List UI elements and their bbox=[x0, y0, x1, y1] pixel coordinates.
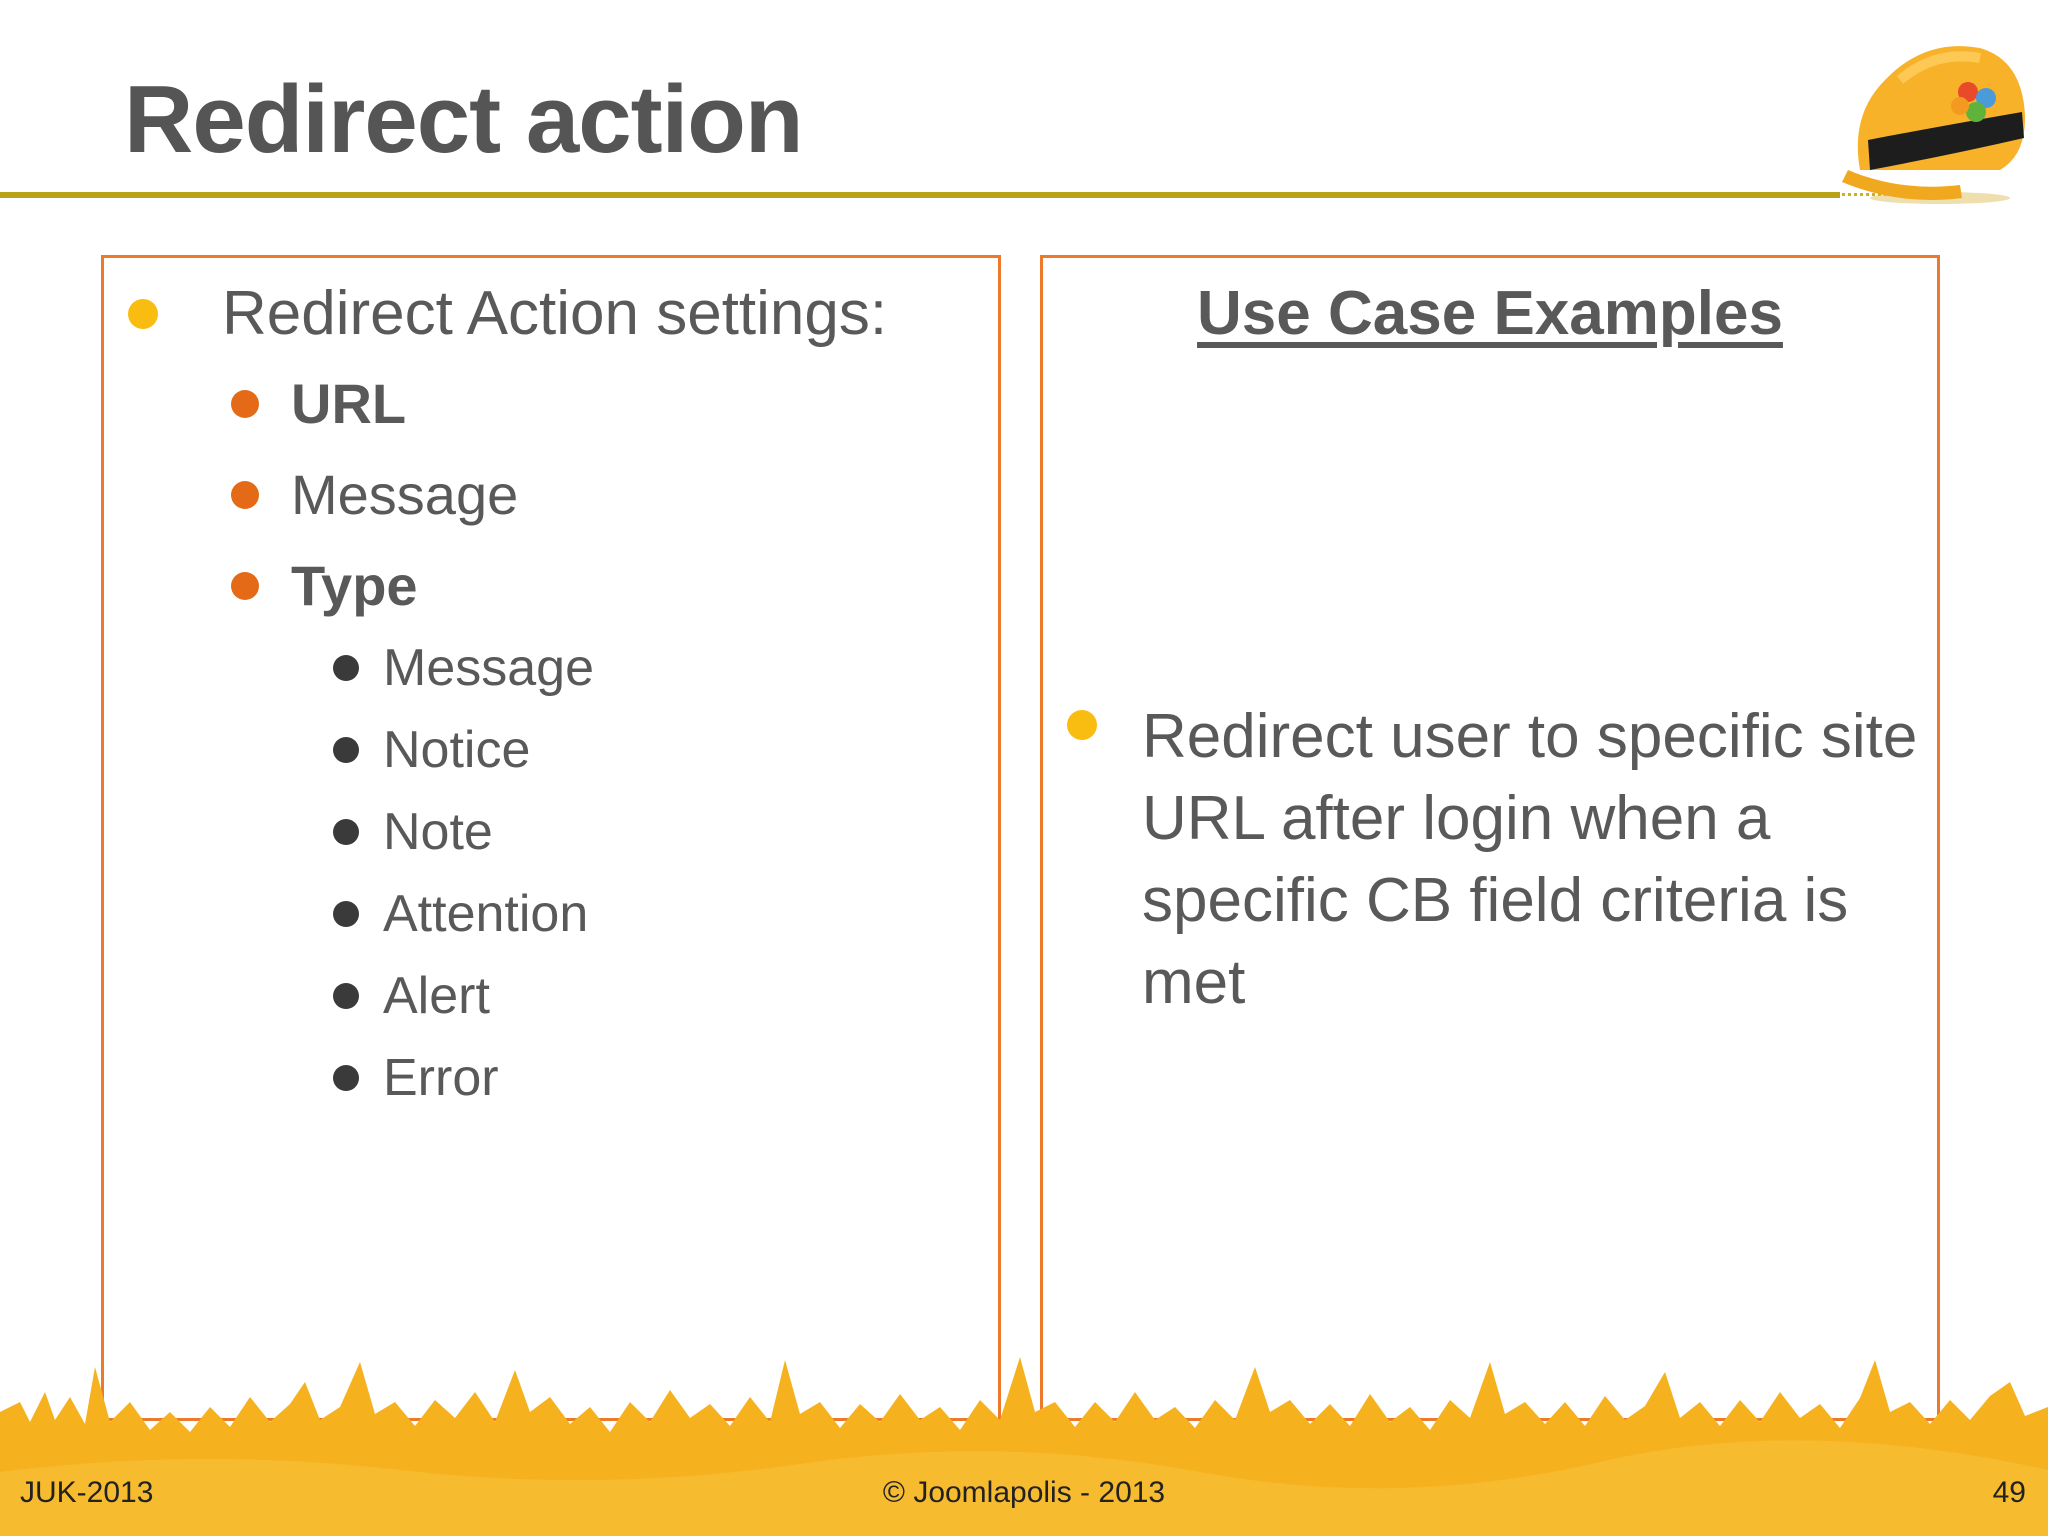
bullet-icon bbox=[231, 389, 259, 418]
slide-title: Redirect action bbox=[124, 66, 804, 173]
crowd-silhouette-icon bbox=[0, 1357, 2048, 1536]
setting-label: URL bbox=[291, 372, 407, 435]
bullet-icon bbox=[1067, 710, 1097, 740]
type-option-label: Message bbox=[383, 639, 594, 697]
bullet-icon bbox=[333, 983, 359, 1009]
title-rule bbox=[0, 192, 1840, 198]
bullet-icon bbox=[333, 901, 359, 927]
helmet-logo-icon bbox=[1842, 46, 2026, 204]
title-rule-dots bbox=[1842, 193, 1888, 196]
bullet-icon bbox=[333, 655, 359, 681]
type-option-label: Notice bbox=[383, 721, 531, 779]
setting-label: Message bbox=[291, 463, 519, 526]
settings-heading: Redirect Action settings: bbox=[222, 279, 888, 348]
use-case-text: Redirect user to specific site URL after… bbox=[1142, 702, 1918, 1017]
setting-item-message: Message bbox=[231, 462, 518, 527]
bullet-icon bbox=[333, 819, 359, 845]
setting-label: Type bbox=[291, 554, 418, 617]
type-option-label: Alert bbox=[383, 967, 490, 1025]
type-option: Notice bbox=[333, 720, 530, 780]
type-option-label: Note bbox=[383, 803, 493, 861]
type-option: Attention bbox=[333, 884, 588, 944]
setting-item-type: Type bbox=[231, 553, 418, 618]
type-option: Note bbox=[333, 802, 493, 862]
use-case-heading: Use Case Examples bbox=[1197, 279, 1783, 348]
type-option: Error bbox=[333, 1048, 499, 1108]
footer-copyright: © Joomlapolis - 2013 bbox=[882, 1476, 1166, 1509]
type-option-label: Attention bbox=[383, 885, 589, 943]
bullet-icon bbox=[128, 298, 158, 329]
bullet-icon bbox=[231, 571, 259, 600]
use-case-panel: Use Case Examples Redirect user to speci… bbox=[1040, 255, 1940, 1421]
settings-panel: Redirect Action settings: URL Message Ty… bbox=[101, 255, 1001, 1421]
footer-event-label: JUK-2013 bbox=[20, 1476, 154, 1509]
type-option: Message bbox=[333, 638, 594, 698]
slide-number: 49 bbox=[1992, 1476, 2026, 1509]
bullet-icon bbox=[231, 480, 259, 509]
bullet-icon bbox=[333, 1065, 359, 1091]
bullet-icon bbox=[333, 737, 359, 763]
type-option-label: Error bbox=[383, 1049, 499, 1107]
setting-item-url: URL bbox=[231, 371, 406, 436]
type-option: Alert bbox=[333, 966, 490, 1026]
settings-heading-item: Redirect Action settings: bbox=[128, 278, 887, 349]
